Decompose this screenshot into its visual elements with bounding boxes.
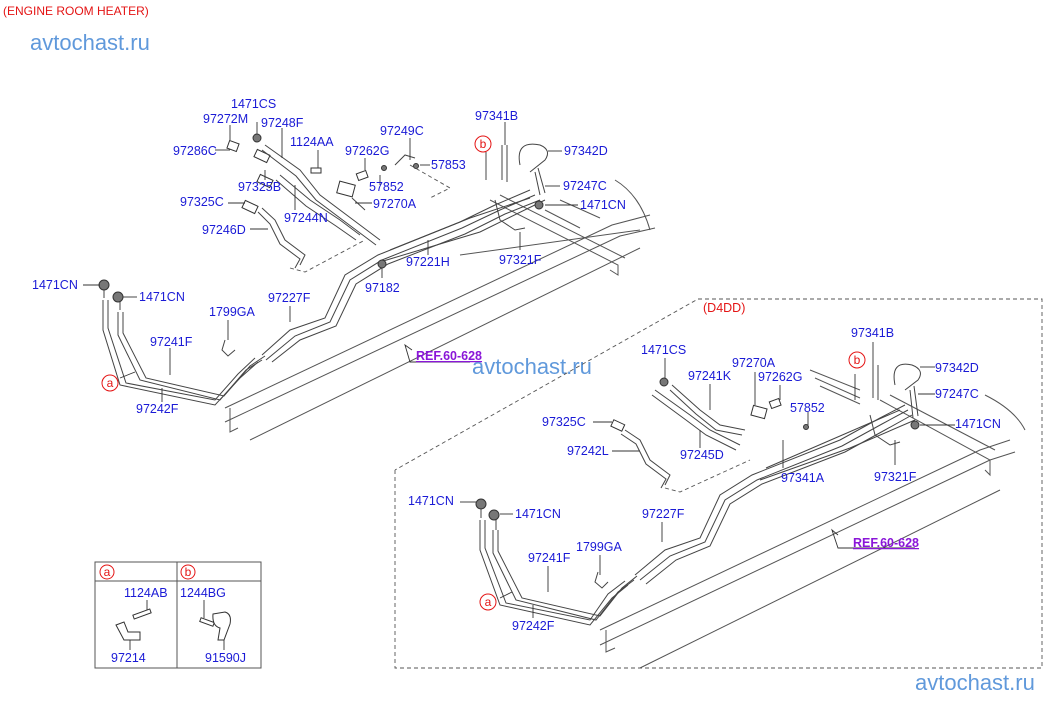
bottom-diagram: (D4DD): [394, 298, 1043, 669]
part-label-1124AA[interactable]: 1124AA: [290, 135, 334, 149]
part-label-57852[interactable]: 57852: [790, 401, 825, 415]
part-label-97227F[interactable]: 97227F: [268, 291, 311, 305]
part-label-57852[interactable]: 57852: [369, 180, 404, 194]
screw-icon: [199, 617, 215, 627]
legend-tag-b: b: [180, 564, 196, 580]
part-label-97245D[interactable]: 97245D: [680, 448, 724, 462]
part-label-97341B[interactable]: 97341B: [851, 326, 894, 340]
labels-bottom: 1471CS 97241K 97270A 97262G 57852 97341B…: [408, 326, 1001, 633]
fastener-legend-table: a 1124AB 97214 b 1244BG 91590J: [94, 561, 262, 669]
callout-a[interactable]: a: [101, 374, 119, 392]
part-label-1471CN[interactable]: 1471CN: [955, 417, 1001, 431]
part-label-97262G[interactable]: 97262G: [758, 370, 802, 384]
callout-b[interactable]: b: [474, 135, 492, 153]
part-label-97342D[interactable]: 97342D: [935, 361, 979, 375]
part-label-97246D[interactable]: 97246D: [202, 223, 246, 237]
part-label-97270A[interactable]: 97270A: [732, 356, 776, 370]
part-label-1471CN[interactable]: 1471CN: [139, 290, 185, 304]
callout-b[interactable]: b: [848, 351, 866, 369]
bracket-icon: [115, 621, 141, 641]
svg-text:b: b: [480, 137, 487, 151]
callout-a[interactable]: a: [479, 593, 497, 611]
watermark-top: avtochast.ru: [30, 30, 150, 55]
svg-text:a: a: [104, 565, 111, 579]
svg-text:a: a: [107, 376, 114, 390]
part-label-1471CN[interactable]: 1471CN: [515, 507, 561, 521]
legend-column-a: a 1124AB 97214: [99, 564, 168, 665]
part-label-91590J[interactable]: 91590J: [205, 651, 246, 665]
part-label-97241K[interactable]: 97241K: [688, 369, 732, 383]
part-label-97241F[interactable]: 97241F: [150, 335, 193, 349]
part-label-97247C[interactable]: 97247C: [563, 179, 607, 193]
part-label-1471CS[interactable]: 1471CS: [231, 97, 276, 111]
part-label-97242L[interactable]: 97242L: [567, 444, 609, 458]
legend-tag-a: a: [99, 564, 115, 580]
part-label-97221H[interactable]: 97221H: [406, 255, 450, 269]
part-label-1471CS[interactable]: 1471CS: [641, 343, 686, 357]
variant-label: (D4DD): [703, 301, 745, 315]
bolt-icon: [132, 608, 152, 620]
part-label-97241F[interactable]: 97241F: [528, 551, 571, 565]
heater-pipes-bottom: [479, 404, 916, 626]
part-label-97249C[interactable]: 97249C: [380, 124, 424, 138]
part-label-97270A[interactable]: 97270A: [373, 197, 417, 211]
part-label-97214[interactable]: 97214: [111, 651, 146, 665]
heater-pipes-top: [102, 189, 546, 406]
part-label-97227F[interactable]: 97227F: [642, 507, 685, 521]
top-diagram: 1471CS 97272M 97248F 97286C 1124AA 97249…: [32, 97, 656, 441]
watermark-middle: avtochast.ru: [472, 354, 592, 379]
part-label-57853[interactable]: 57853: [431, 158, 466, 172]
part-label-1124AB[interactable]: 1124AB: [124, 586, 168, 600]
part-label-97321F[interactable]: 97321F: [874, 470, 917, 484]
part-label-1471CN[interactable]: 1471CN: [408, 494, 454, 508]
frame-rail-top: [224, 179, 656, 441]
part-label-97182[interactable]: 97182: [365, 281, 400, 295]
reference-link[interactable]: REF.60-628: [853, 536, 919, 550]
part-label-1471CN[interactable]: 1471CN: [32, 278, 78, 292]
leaders-top: [83, 122, 578, 402]
reference-link[interactable]: REF.60-628: [416, 349, 482, 363]
variant-boundary: [394, 298, 1043, 669]
part-label-1471CN[interactable]: 1471CN: [580, 198, 626, 212]
part-label-1799GA[interactable]: 1799GA: [209, 305, 256, 319]
diagram-title: (ENGINE ROOM HEATER): [3, 4, 149, 18]
part-label-97272M[interactable]: 97272M: [203, 112, 248, 126]
svg-text:a: a: [485, 595, 492, 609]
part-label-97248F[interactable]: 97248F: [261, 116, 304, 130]
part-label-97341A[interactable]: 97341A: [781, 471, 825, 485]
part-label-97325C[interactable]: 97325C: [180, 195, 224, 209]
part-label-97342D[interactable]: 97342D: [564, 144, 608, 158]
part-label-97262G[interactable]: 97262G: [345, 144, 389, 158]
part-label-97325C[interactable]: 97325C: [542, 415, 586, 429]
svg-text:b: b: [185, 565, 192, 579]
part-label-97321F[interactable]: 97321F: [499, 253, 542, 267]
svg-text:b: b: [854, 353, 861, 367]
part-label-97242F[interactable]: 97242F: [512, 619, 555, 633]
components-top: [98, 133, 549, 357]
part-label-1799GA[interactable]: 1799GA: [576, 540, 623, 554]
components-bottom: [475, 363, 921, 589]
labels-top: 1471CS 97272M 97248F 97286C 1124AA 97249…: [32, 97, 626, 416]
part-label-97325B[interactable]: 97325B: [238, 180, 281, 194]
part-label-97247C[interactable]: 97247C: [935, 387, 979, 401]
part-label-1244BG[interactable]: 1244BG: [180, 586, 226, 600]
part-label-97244N[interactable]: 97244N: [284, 211, 328, 225]
frame-rail-bottom: [599, 369, 1026, 669]
leaders-bottom: [460, 342, 955, 618]
watermark-bottom: avtochast.ru: [915, 670, 1035, 695]
part-label-97242F[interactable]: 97242F: [136, 402, 179, 416]
part-label-97341B[interactable]: 97341B: [475, 109, 518, 123]
part-label-97286C[interactable]: 97286C: [173, 144, 217, 158]
legend-column-b: b 1244BG 91590J: [180, 564, 246, 665]
